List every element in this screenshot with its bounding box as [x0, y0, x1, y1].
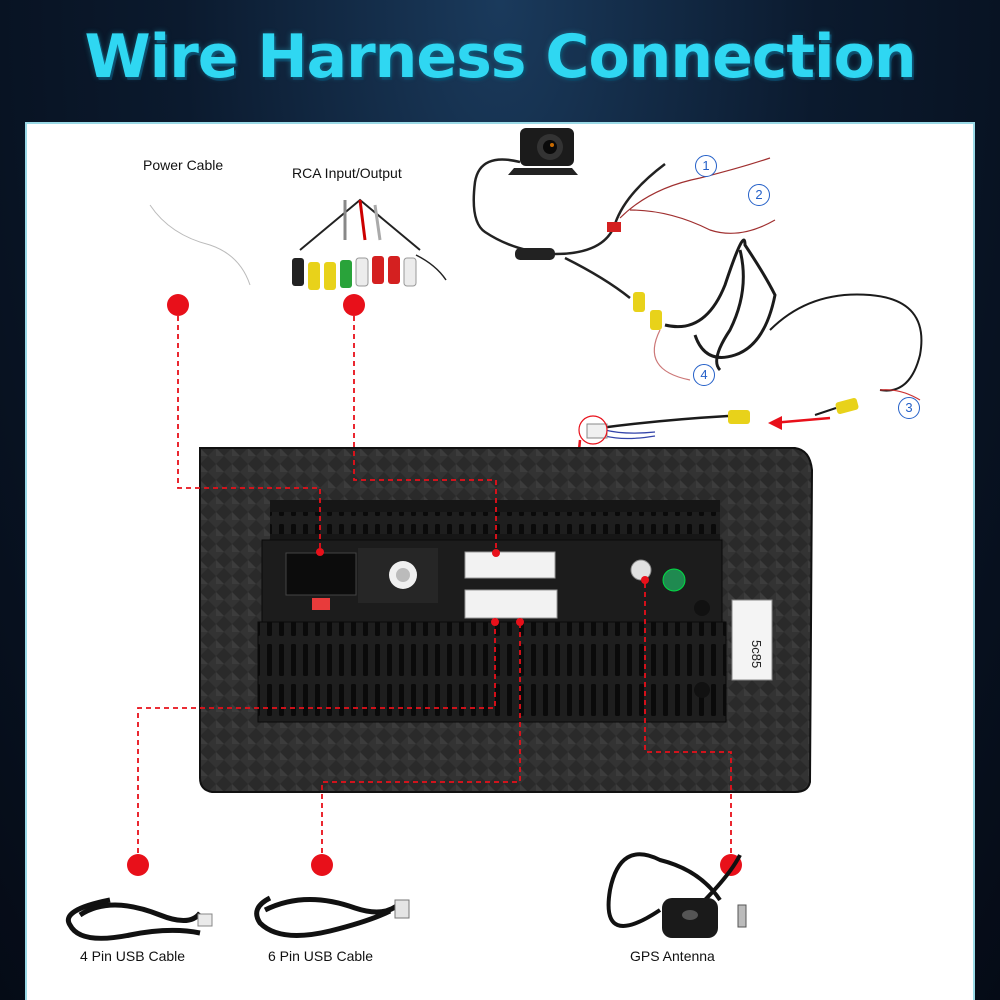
callout-3: 3 [898, 397, 920, 419]
markers [127, 294, 742, 876]
marker-usb4 [127, 854, 149, 876]
usb4-cable-image [65, 897, 213, 941]
callout-1: 1 [695, 155, 717, 177]
leader-gps [644, 580, 732, 862]
callout-2: 2 [748, 184, 770, 206]
gps-antenna-image [606, 852, 747, 938]
marker-power [167, 294, 189, 316]
unit-sticker: 5c85 [749, 640, 764, 668]
marker-usb6 [311, 854, 333, 876]
usb4-label: 4 Pin USB Cable [80, 948, 186, 964]
head-unit-image [199, 447, 814, 793]
callout-4: 4 [693, 364, 715, 386]
leader-usb4 [137, 622, 496, 862]
page-title: Wire Harness Connection [84, 22, 916, 92]
leader-lines [137, 307, 732, 862]
rca-label: RCA Input/Output [292, 165, 402, 181]
power-cable-label: Power Cable [143, 157, 224, 173]
gps-label: GPS Antenna [630, 948, 715, 964]
leader-rca [353, 307, 497, 552]
marker-rca [343, 294, 365, 316]
leader-power [177, 307, 321, 552]
power-cable-image [149, 204, 251, 286]
leader-usb6 [321, 622, 521, 862]
rca-cable-image [292, 198, 447, 290]
usb6-cable-image [254, 895, 410, 938]
usb6-label: 6 Pin USB Cable [268, 948, 374, 964]
